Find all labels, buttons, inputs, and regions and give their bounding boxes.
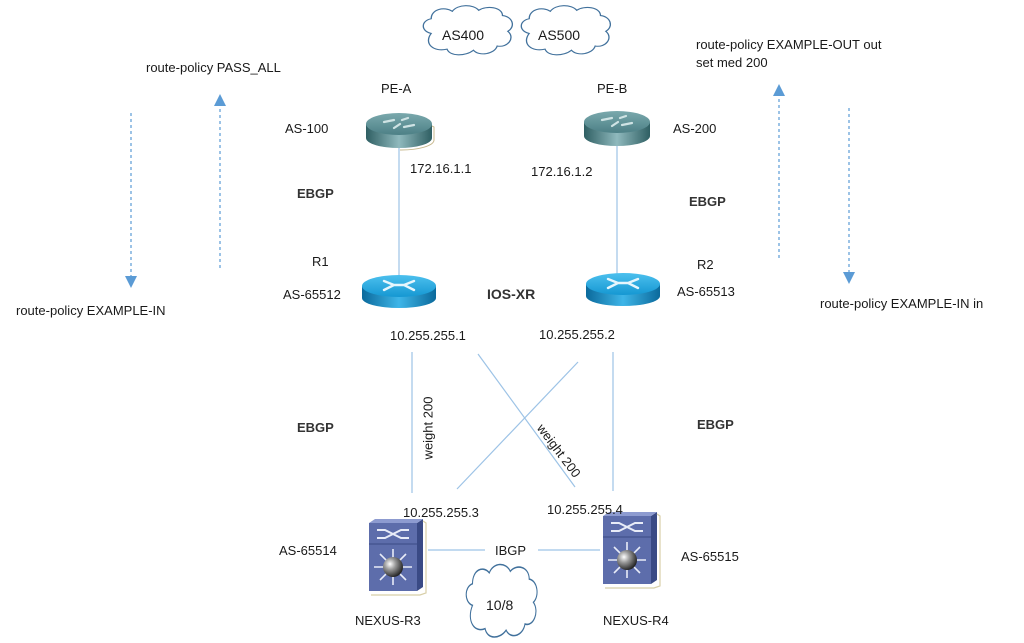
r4-as: AS-65515 xyxy=(681,549,739,564)
r3-as: AS-65514 xyxy=(279,543,337,558)
ebgp-label-r2-r4: EBGP xyxy=(697,417,734,432)
cloud-10-8-label: 10/8 xyxy=(486,597,514,613)
ibgp-label: IBGP xyxy=(495,543,527,558)
switch-nexus-r4-icon xyxy=(603,512,661,589)
policy-right-in: route-policy EXAMPLE-IN in xyxy=(820,296,984,311)
pe-a-ip: 172.16.1.1 xyxy=(410,161,472,176)
router-r1-icon xyxy=(362,275,436,308)
router-r2-icon xyxy=(586,273,660,306)
policy-right-out-1: route-policy EXAMPLE-OUT out xyxy=(696,37,882,52)
pe-a-name: PE-A xyxy=(381,81,412,96)
r4-name: NEXUS-R4 xyxy=(603,613,669,628)
cloud-as400-label: AS400 xyxy=(442,27,485,43)
ebgp-label-r1-r3: EBGP xyxy=(297,420,334,435)
r3-name: NEXUS-R3 xyxy=(355,613,421,628)
r1-as: AS-65512 xyxy=(283,287,341,302)
pe-b-ip: 172.16.1.2 xyxy=(531,164,593,179)
policy-right-out-2: set med 200 xyxy=(696,55,768,70)
weight-label-r1-r3: weight 200 xyxy=(420,396,436,460)
r2-ip: 10.255.255.2 xyxy=(539,327,615,342)
policy-arrows xyxy=(125,84,855,288)
switch-nexus-r3-icon xyxy=(369,519,427,596)
r2-as: AS-65513 xyxy=(677,284,735,299)
r1-ip: 10.255.255.1 xyxy=(390,328,466,343)
link-r2-r3 xyxy=(456,361,579,490)
r2-name: R2 xyxy=(697,257,714,272)
policy-left-out: route-policy PASS_ALL xyxy=(146,60,281,75)
r4-ip: 10.255.255.4 xyxy=(547,502,623,517)
ebgp-label-pe-b-r2: EBGP xyxy=(689,194,726,209)
pe-a-as: AS-100 xyxy=(285,121,329,136)
router-pe-b-icon xyxy=(584,111,650,146)
cloud-as500-label: AS500 xyxy=(538,27,581,43)
platform-label: IOS-XR xyxy=(487,286,536,302)
pe-b-name: PE-B xyxy=(597,81,628,96)
r3-ip: 10.255.255.3 xyxy=(403,505,479,520)
pe-b-as: AS-200 xyxy=(673,121,717,136)
link-r1-r4 xyxy=(477,353,576,488)
router-pe-a-icon xyxy=(366,113,435,151)
links xyxy=(398,146,618,551)
ebgp-label-pe-a-r1: EBGP xyxy=(297,186,334,201)
r1-name: R1 xyxy=(312,254,329,269)
policy-left-in: route-policy EXAMPLE-IN xyxy=(16,303,166,318)
